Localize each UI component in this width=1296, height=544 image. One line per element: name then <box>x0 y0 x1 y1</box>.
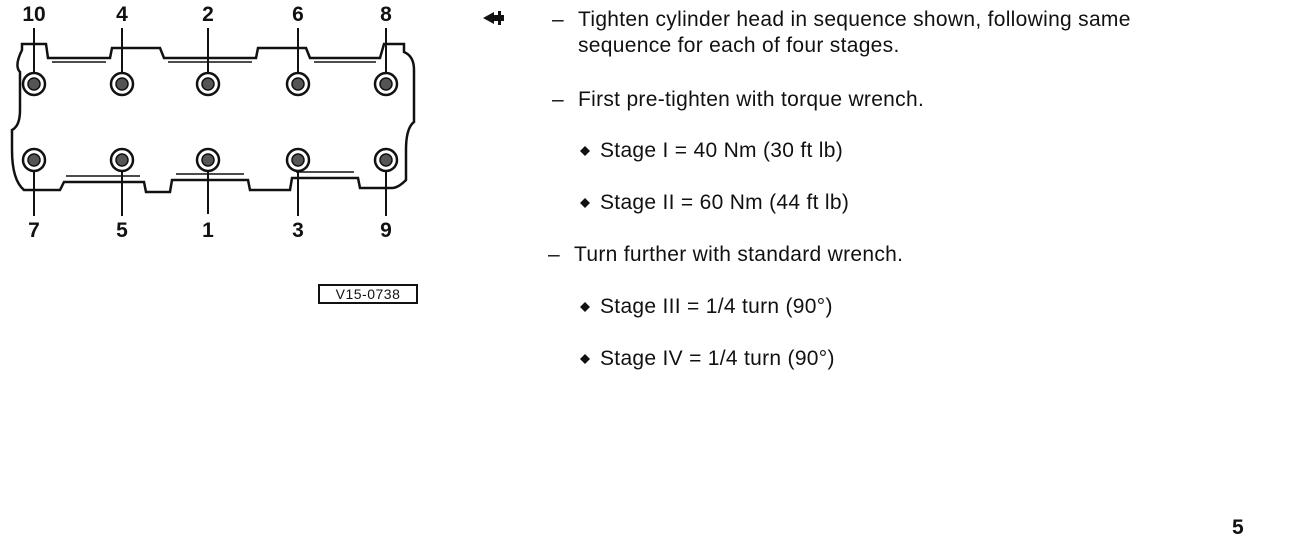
bolt-label-top-3: 2 <box>202 3 214 26</box>
cylinder-head-diagram: 10 4 2 6 8 7 5 1 3 9 V15-0738 <box>0 0 430 320</box>
instruction-stage2: Stage II = 60 Nm (44 ft lb) <box>600 191 850 214</box>
bolt-label-top-4: 6 <box>292 3 304 26</box>
bolt-label-bottom-1: 7 <box>28 219 40 242</box>
bolt-label-bottom-4: 3 <box>292 219 304 242</box>
bolt-label-top-1: 10 <box>22 3 46 26</box>
bolt-label-bottom-5: 9 <box>380 219 392 242</box>
diamond-bullet-icon <box>580 354 590 364</box>
instruction-step3: Turn further with standard wrench. <box>574 243 904 266</box>
bolt-label-bottom-2: 5 <box>116 219 128 242</box>
instruction-stage4: Stage IV = 1/4 turn (90°) <box>600 347 835 370</box>
dash-marker: – <box>552 88 564 111</box>
instruction-stage3: Stage III = 1/4 turn (90°) <box>600 295 833 318</box>
instruction-step1-line1: Tighten cylinder head in sequence shown,… <box>578 8 1131 31</box>
dash-marker: – <box>548 243 560 266</box>
diamond-bullet-icon <box>580 146 590 156</box>
bolt-label-top-2: 4 <box>116 3 128 26</box>
page-number: 5 <box>1232 516 1244 539</box>
dash-marker: – <box>552 8 564 31</box>
bolt-bottom-row <box>21 147 399 173</box>
arrow-pointer-icon <box>483 11 504 25</box>
diamond-bullet-icon <box>580 198 590 208</box>
figure-reference: V15-0738 <box>318 284 418 304</box>
bolt-top-row <box>21 71 399 97</box>
instruction-step2: First pre-tighten with torque wrench. <box>578 88 925 111</box>
diamond-bullet-icon <box>580 302 590 312</box>
bolt-label-bottom-3: 1 <box>202 219 214 242</box>
bolt-label-top-5: 8 <box>380 3 392 26</box>
instruction-step1-line2: sequence for each of four stages. <box>578 34 900 57</box>
cylinder-head-outline <box>10 28 416 216</box>
instruction-stage1: Stage I = 40 Nm (30 ft lb) <box>600 139 843 162</box>
